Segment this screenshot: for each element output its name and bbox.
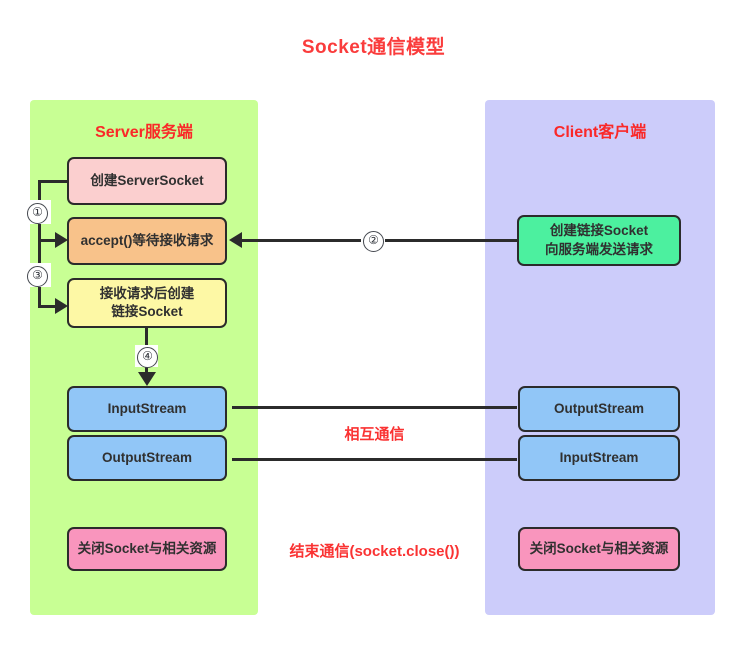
node-create-server-socket[interactable]: 创建ServerSocket (67, 157, 227, 205)
node-create-link-socket[interactable]: 接收请求后创建 链接Socket (67, 278, 227, 328)
node-label: OutputStream (101, 449, 192, 465)
label-mutual-communication: 相互通信 (344, 426, 405, 443)
node-label: 关闭Socket与相关资源 (77, 540, 217, 556)
node-label-line2: 链接Socket (111, 304, 183, 319)
step-4-marker: ④ (137, 347, 158, 368)
node-label-line1: 创建链接Socket (549, 223, 649, 239)
arrow-into-accept (55, 232, 68, 248)
node-label-line1: 接收请求后创建 (99, 285, 195, 301)
node-label: InputStream (559, 449, 639, 465)
node-label: accept()等待接收请求 (80, 232, 214, 248)
step-1-marker: ① (27, 203, 48, 224)
connector-serversocket-out (38, 180, 69, 183)
node-label: 创建ServerSocket (90, 172, 204, 188)
connector-to-accept (38, 239, 61, 242)
node-server-input-stream[interactable]: InputStream (67, 386, 227, 432)
step-2-marker: ② (363, 231, 384, 252)
connector-to-create-link-socket (38, 305, 61, 308)
connector-left-vertical (38, 180, 41, 308)
node-label: OutputStream (553, 400, 644, 416)
arrow-into-input-stream (138, 372, 156, 386)
node-client-create-socket[interactable]: 创建链接Socket 向服务端发送请求 (517, 215, 681, 266)
node-client-close[interactable]: 关闭Socket与相关资源 (518, 527, 680, 571)
node-label: 关闭Socket与相关资源 (529, 540, 669, 556)
connector-server-output-client-input (232, 458, 517, 461)
node-label: InputStream (107, 400, 187, 416)
connector-server-input-client-output (232, 406, 517, 409)
arrow-into-server-accept (229, 232, 242, 248)
node-label-line2: 向服务端发送请求 (545, 241, 653, 257)
step-3-marker: ③ (27, 266, 48, 287)
arrow-into-create-link-socket (55, 298, 68, 314)
node-server-close[interactable]: 关闭Socket与相关资源 (67, 527, 227, 571)
server-panel-title: Server服务端 (95, 124, 193, 141)
node-client-output-stream[interactable]: OutputStream (518, 386, 680, 432)
page-title: Socket通信模型 (301, 37, 446, 58)
node-client-input-stream[interactable]: InputStream (518, 435, 680, 481)
node-server-output-stream[interactable]: OutputStream (67, 435, 227, 481)
client-panel-title: Client客户端 (553, 124, 647, 141)
node-accept-wait[interactable]: accept()等待接收请求 (67, 217, 227, 265)
label-end-communication: 结束通信(socket.close()) (289, 543, 460, 560)
